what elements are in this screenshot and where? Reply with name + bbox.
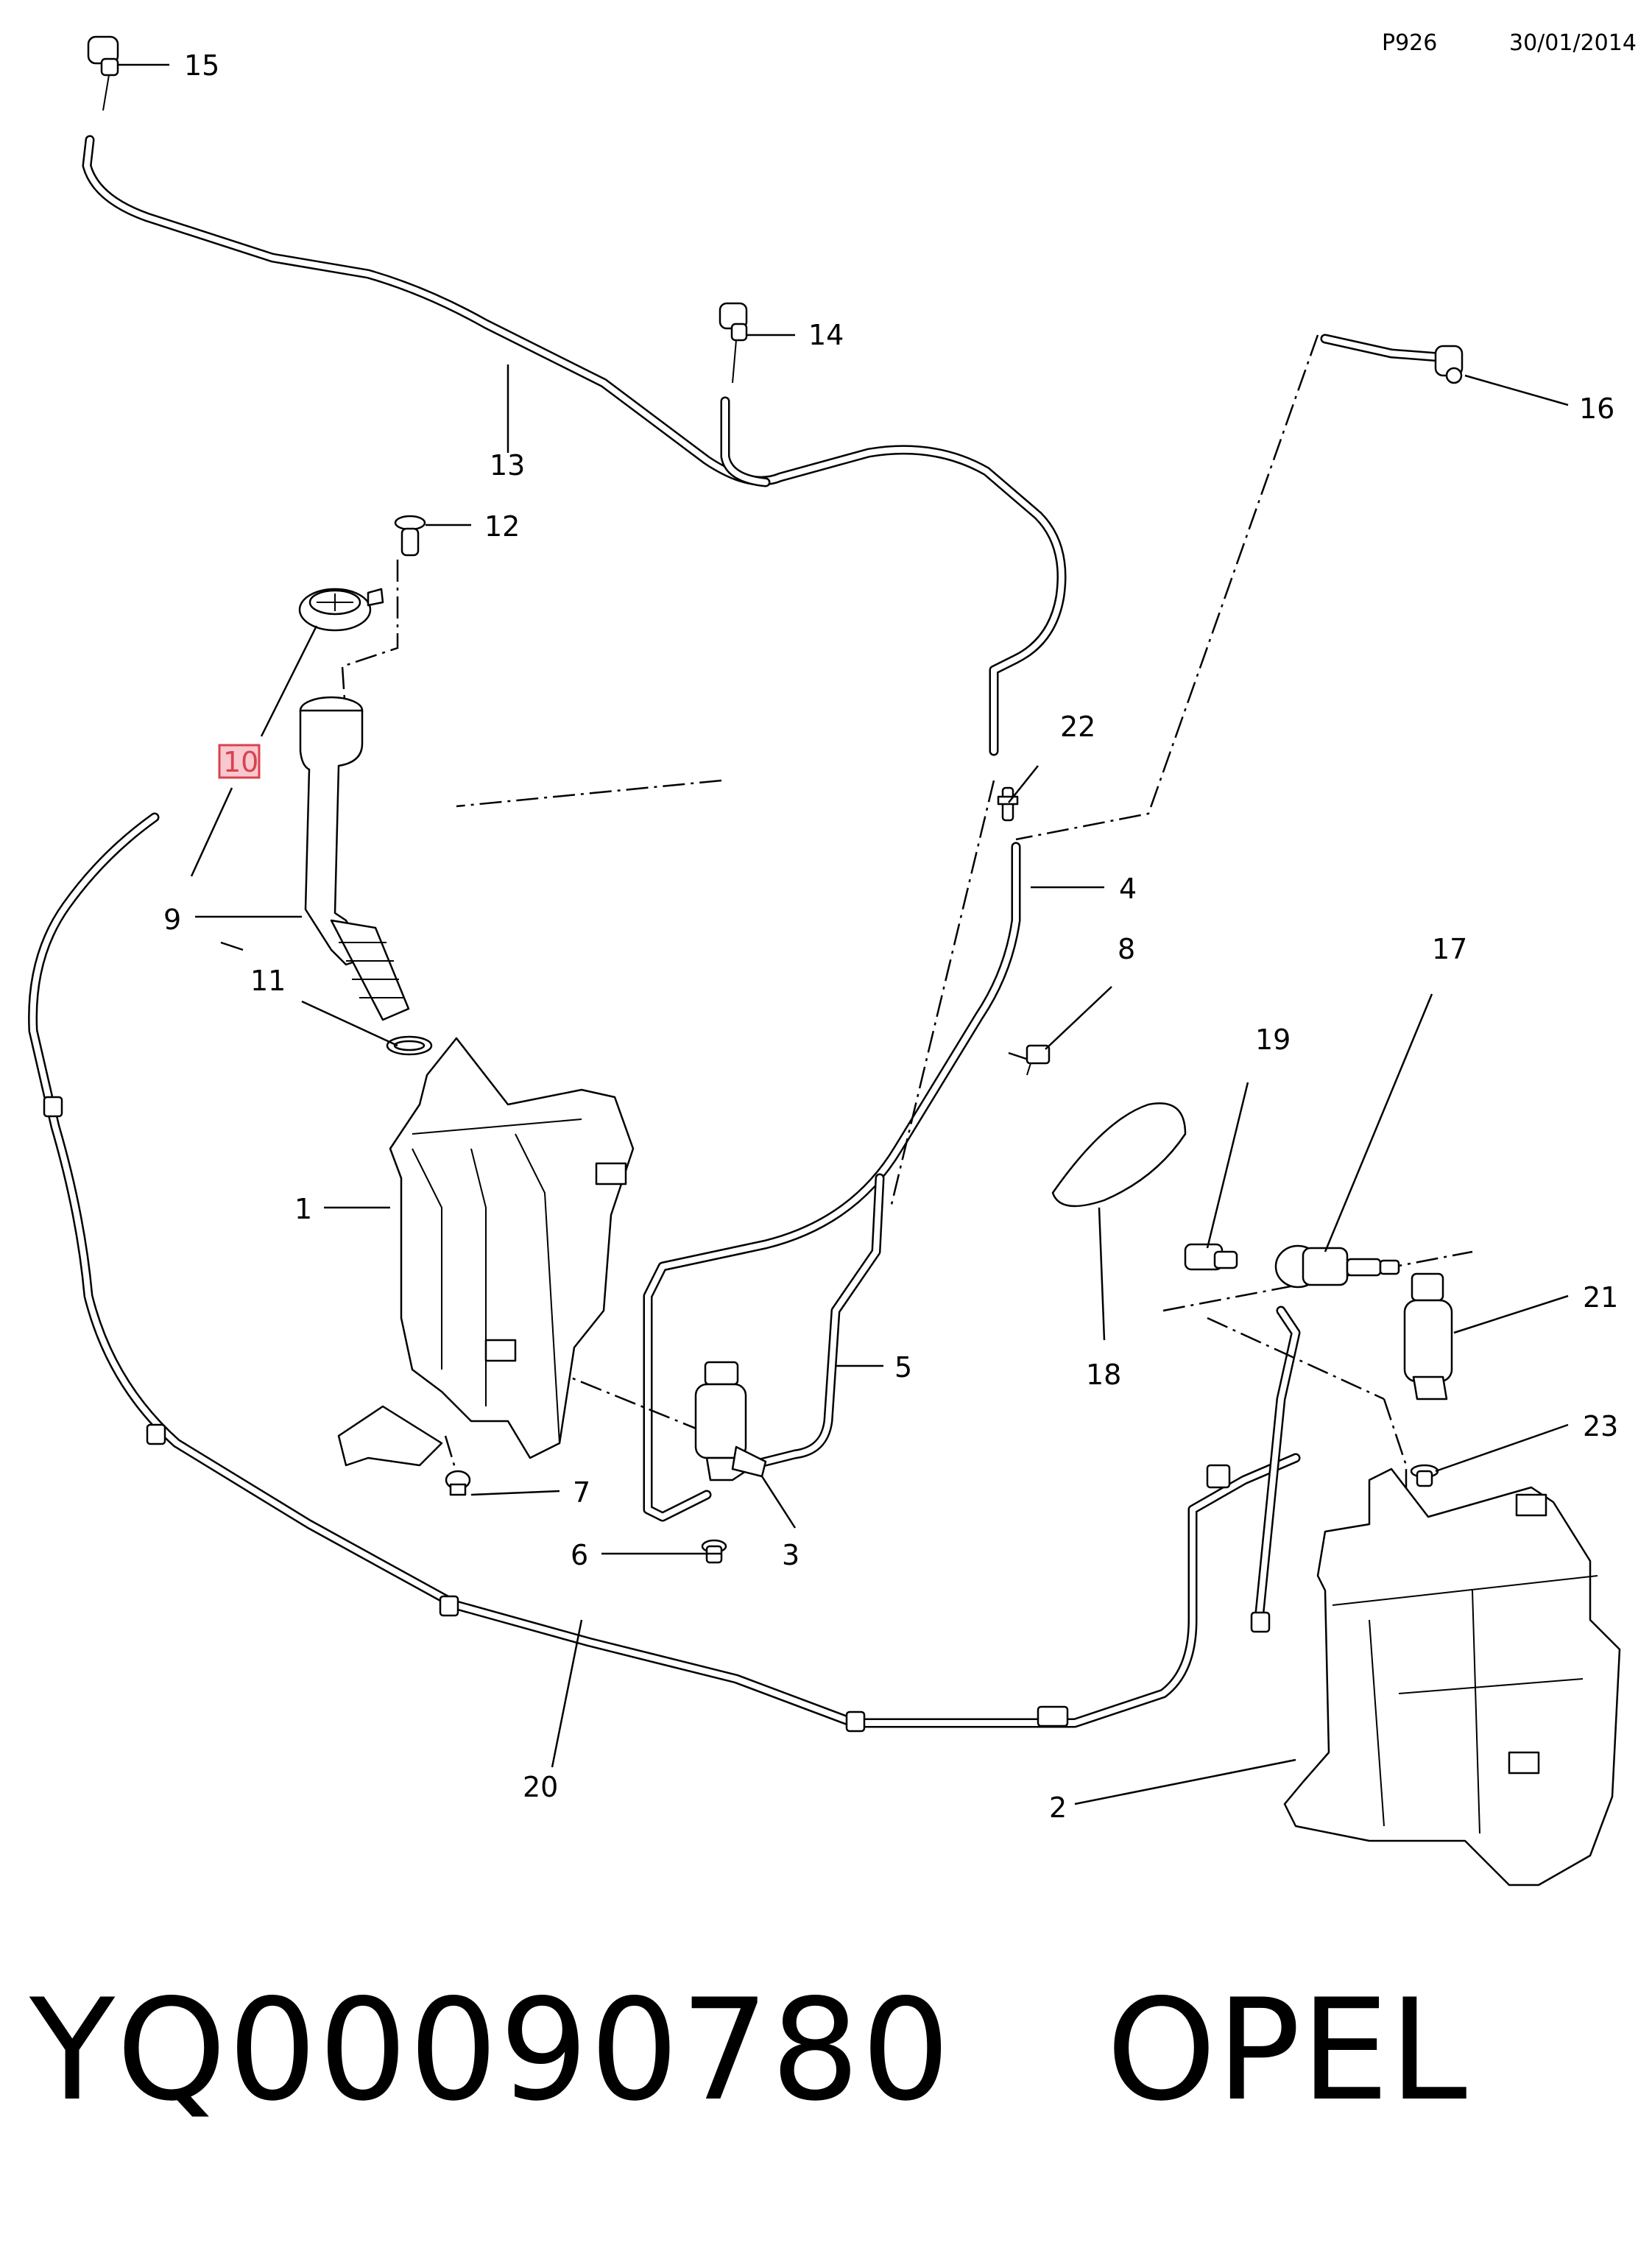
grommet-6 [701,1539,727,1564]
callout-16: 16 [1579,392,1614,425]
callout-2: 2 [1049,1791,1067,1824]
callout-3: 3 [782,1539,799,1571]
callout-7: 7 [573,1476,590,1509]
callout-6: 6 [571,1539,588,1571]
callout-4: 4 [1119,873,1137,905]
callout-11: 11 [250,965,286,997]
callout-10: 10 [223,746,258,778]
connector-19 [1184,1243,1238,1271]
clip-8 [1026,1044,1051,1076]
nozzle-15 [87,35,119,111]
page-code: P926 [1382,30,1437,56]
cover-18 [1051,1102,1187,1208]
callout-20: 20 [523,1771,558,1803]
hose-20 [28,812,1301,1728]
hoses [28,135,1444,1733]
reservoir-1 [337,1037,635,1467]
callout-22: 22 [1060,711,1095,743]
footer-caption: YQ00090780 OPEL [29,1959,1634,2143]
nozzle-14 [719,302,748,384]
hose-5 [746,1173,885,1470]
callout-9: 9 [163,903,181,936]
callout-23: 23 [1583,1410,1618,1442]
hose-16-line [1320,334,1444,362]
callout-15: 15 [184,49,219,82]
callout-10-highlight-box [218,744,261,779]
callout-13: 13 [490,449,525,482]
callout-21: 21 [1583,1281,1618,1314]
callout-8: 8 [1118,933,1135,965]
callout-17: 17 [1432,933,1467,965]
leader-lines [118,63,1569,1805]
clip-12 [394,515,426,557]
brand-name: OPEL [1106,1969,1467,2132]
assembly-lines [341,334,1473,1782]
connector-22 [997,786,1019,822]
actuator-17 [1274,1244,1400,1289]
part-number: YQ00090780 [29,1969,952,2132]
callout-12: 12 [484,510,520,543]
callout-labels: 15 14 16 13 12 10 9 11 1 22 4 8 17 19 18… [163,49,1618,1824]
hose-4 [643,842,1021,1522]
callout-19: 19 [1255,1023,1291,1056]
o-ring-11 [386,1035,433,1056]
filler-neck-9 [299,696,410,1021]
pump-21 [1403,1272,1453,1400]
pump-3 [694,1361,767,1481]
hose-clips [43,1096,1271,1733]
callout-14: 14 [808,319,844,351]
nozzle-16 [1434,345,1464,384]
callout-1: 1 [294,1193,312,1225]
nut-7 [445,1470,471,1496]
grommet-23 [1410,1464,1439,1487]
callout-18: 18 [1086,1359,1121,1391]
filler-cap-10 [298,588,384,632]
reservoir-2 [1283,1468,1621,1886]
hose-13 [82,135,1067,756]
callout-5: 5 [894,1351,912,1384]
print-date: 30/01/2014 [1509,30,1637,56]
